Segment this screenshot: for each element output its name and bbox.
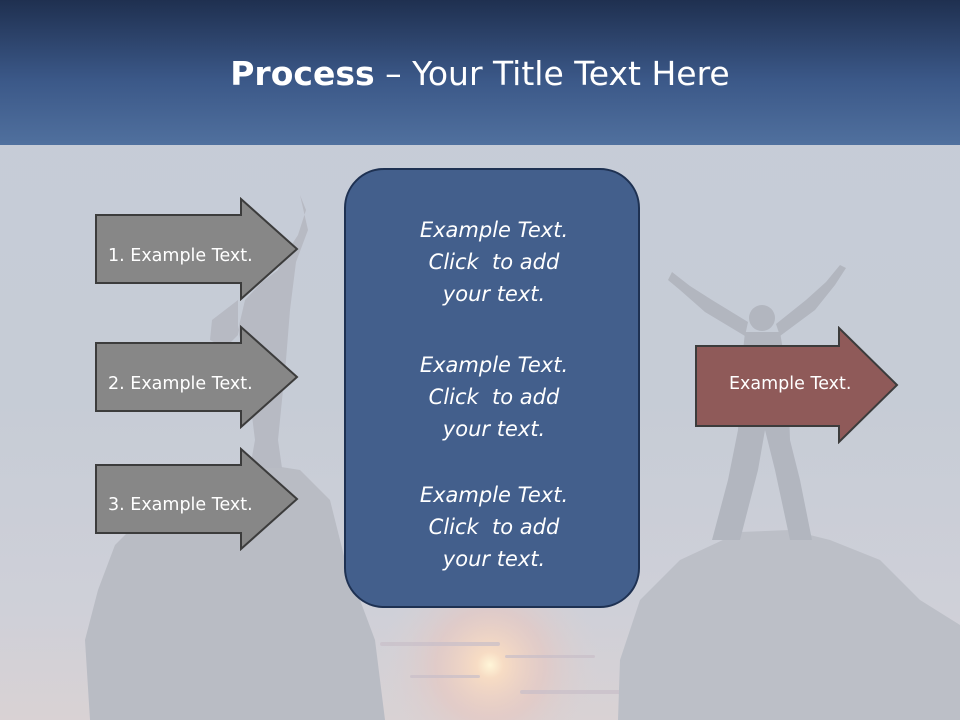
right-arrow-label: Example Text. <box>729 374 852 394</box>
title-bold-part: Process <box>230 54 375 93</box>
left-arrow-3-label: 3. Example Text. <box>108 495 253 515</box>
text-line: your text. <box>442 417 546 441</box>
left-arrow-2[interactable] <box>94 325 300 429</box>
text-line: Click to add <box>428 250 560 274</box>
text-line: your text. <box>442 282 546 306</box>
left-arrow-2-label: 2. Example Text. <box>108 374 253 394</box>
text-block-1: Example Text. Click to add your text. <box>346 214 642 310</box>
cloud-streaks <box>380 642 630 694</box>
text-line: Example Text. <box>419 218 569 242</box>
text-block-2: Example Text. Click to add your text. <box>346 349 642 445</box>
slide-title[interactable]: Process – Your Title Text Here <box>0 52 960 96</box>
right-arrow[interactable] <box>694 326 900 444</box>
text-line: Click to add <box>428 385 560 409</box>
center-text-box[interactable]: Example Text. Click to add your text. Ex… <box>344 168 640 608</box>
title-rest-part: – Your Title Text Here <box>374 54 730 93</box>
right-rock-silhouette <box>618 530 960 720</box>
text-line: Example Text. <box>419 353 569 377</box>
text-line: Click to add <box>428 515 560 539</box>
left-arrow-1[interactable] <box>94 197 300 301</box>
left-arrow-1-label: 1. Example Text. <box>108 246 253 266</box>
text-line: your text. <box>442 547 546 571</box>
text-line: Example Text. <box>419 483 569 507</box>
text-block-3: Example Text. Click to add your text. <box>346 479 642 575</box>
left-arrow-3[interactable] <box>94 447 300 551</box>
title-bar: Process – Your Title Text Here <box>0 0 960 145</box>
